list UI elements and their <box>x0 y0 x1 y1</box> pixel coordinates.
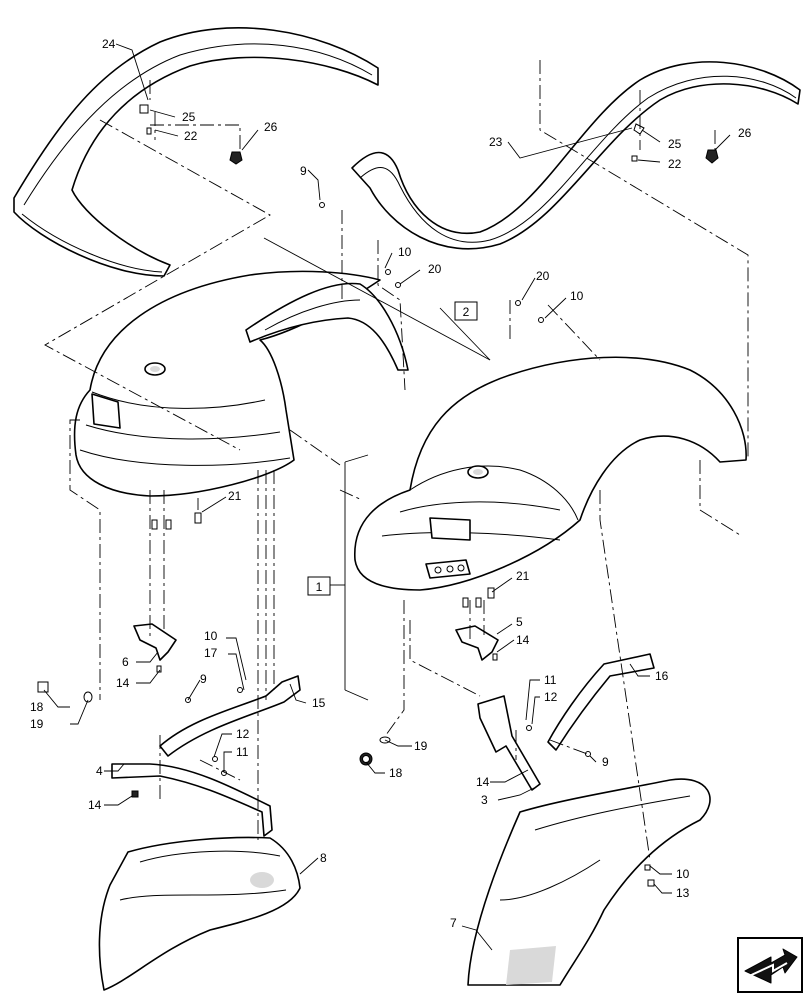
callout-26: 26 <box>738 126 752 140</box>
fender-right <box>354 356 747 591</box>
callout-22: 22 <box>184 129 198 143</box>
callout-4: 4 <box>96 764 103 778</box>
group-box-2: 2 <box>454 301 478 321</box>
bracket-6 <box>133 623 177 661</box>
fender-extension-right <box>351 61 801 250</box>
callout-5: 5 <box>516 615 523 629</box>
callout-22: 22 <box>668 157 682 171</box>
support-15-17 <box>159 675 301 757</box>
callout-6: 6 <box>122 655 129 669</box>
callout-14: 14 <box>516 633 530 647</box>
group-box-1-label: 1 <box>316 580 323 594</box>
liner-7 <box>467 778 711 986</box>
callout-10: 10 <box>676 867 690 881</box>
next-page-arrow-icon <box>737 937 803 993</box>
support-16 <box>547 653 655 751</box>
group-box-2-label: 2 <box>463 305 470 319</box>
leader-lines <box>43 43 731 951</box>
bracket-5 <box>455 625 499 661</box>
callout-3: 3 <box>481 793 488 807</box>
next-page-button[interactable] <box>737 937 803 993</box>
callout-18: 18 <box>389 766 403 780</box>
callout-25: 25 <box>182 110 196 124</box>
callout-10: 10 <box>570 289 584 303</box>
small-hardware <box>37 202 655 887</box>
callout-9: 9 <box>200 672 207 686</box>
callout-20: 20 <box>428 262 442 276</box>
callout-21: 21 <box>516 569 530 583</box>
callout-18: 18 <box>30 700 44 714</box>
callout-10: 10 <box>204 629 218 643</box>
callout-9: 9 <box>300 164 307 178</box>
fender-extension-left <box>13 27 379 277</box>
callout-20: 20 <box>536 269 550 283</box>
group-box-1: 1 <box>307 576 331 596</box>
callout-25: 25 <box>668 137 682 151</box>
callout-15: 15 <box>312 696 326 710</box>
callout-13: 13 <box>676 886 690 900</box>
callout-12: 12 <box>544 690 558 704</box>
callout-17: 17 <box>204 646 218 660</box>
group-braces <box>263 237 491 701</box>
callout-21: 21 <box>228 489 242 503</box>
callout-10: 10 <box>398 245 412 259</box>
callout-8: 8 <box>320 851 327 865</box>
callout-16: 16 <box>655 669 669 683</box>
callout-24: 24 <box>102 37 116 51</box>
bracket-3 <box>477 695 541 791</box>
support-4 <box>111 763 273 837</box>
callout-12: 12 <box>236 727 250 741</box>
fender-left <box>73 270 409 497</box>
hardware-25-22-26-left <box>139 104 243 165</box>
callout-11: 11 <box>544 673 557 687</box>
callout-7: 7 <box>450 916 457 930</box>
callout-19: 19 <box>414 739 428 753</box>
callout-26: 26 <box>264 120 278 134</box>
callout-19: 19 <box>30 717 44 731</box>
liner-8 <box>98 836 301 991</box>
callout-14: 14 <box>88 798 102 812</box>
alignment-lines <box>44 60 749 861</box>
callout-23: 23 <box>489 135 503 149</box>
callout-14: 14 <box>116 676 130 690</box>
callout-11: 11 <box>236 745 249 759</box>
callout-9: 9 <box>602 755 609 769</box>
callout-14: 14 <box>476 775 490 789</box>
